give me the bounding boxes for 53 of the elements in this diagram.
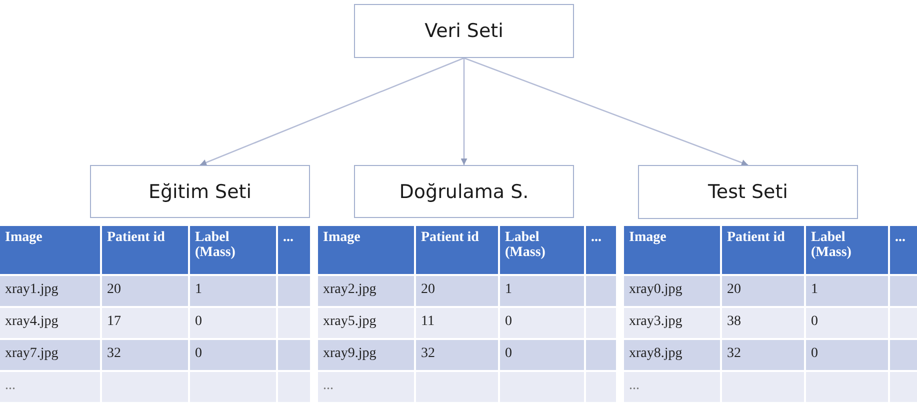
table-cell: 32 — [102, 340, 188, 370]
box-label: Veri Seti — [424, 20, 504, 42]
box-label: Eğitim Seti — [148, 180, 252, 202]
box-label: Test Seti — [708, 181, 788, 203]
table-cell: 0 — [190, 340, 276, 370]
table-cell: xray7.jpg — [0, 340, 100, 370]
arrow — [460, 58, 468, 165]
arrow — [200, 57, 464, 166]
table-cell: 0 — [190, 308, 276, 338]
table-cell: xray3.jpg — [624, 308, 720, 338]
table-cell: xray4.jpg — [0, 308, 100, 338]
header-cell: Image — [318, 226, 414, 274]
table-cell: xray0.jpg — [624, 276, 720, 306]
table-cell: 32 — [416, 340, 498, 370]
header-cell: Label (Mass) — [806, 226, 888, 274]
process-box — [90, 165, 310, 218]
table-cell: 11 — [416, 308, 498, 338]
table-cell: 0 — [806, 308, 888, 338]
header-cell: Patient id — [416, 226, 498, 274]
table-cell: ... — [0, 372, 100, 402]
box-label: Doğrulama S. — [399, 180, 529, 202]
header-cell: Image — [0, 226, 100, 274]
table-cell: 1 — [190, 276, 276, 306]
table-cell: 38 — [722, 308, 804, 338]
arrow — [464, 57, 748, 166]
header-cell: Label (Mass) — [190, 226, 276, 274]
table-cell: 20 — [416, 276, 498, 306]
table-cell: xray9.jpg — [318, 340, 414, 370]
table-cell: xray8.jpg — [624, 340, 720, 370]
table-cell: xray5.jpg — [318, 308, 414, 338]
header-cell: ... — [586, 226, 616, 274]
table-cell: 0 — [500, 308, 584, 338]
table-cell: 17 — [102, 308, 188, 338]
table-cell: 32 — [722, 340, 804, 370]
table-cell: 20 — [722, 276, 804, 306]
header-cell: Image — [624, 226, 720, 274]
table-cell: 1 — [806, 276, 888, 306]
process-box — [354, 165, 574, 218]
table-cell: xray1.jpg — [0, 276, 100, 306]
table-cell: 0 — [806, 340, 888, 370]
header-cell: Patient id — [102, 226, 188, 274]
table-cell: 1 — [500, 276, 584, 306]
process-box — [354, 4, 574, 58]
table-cell: ... — [624, 372, 720, 402]
header-cell: ... — [278, 226, 310, 274]
process-box — [638, 165, 858, 219]
header-cell: Label (Mass) — [500, 226, 584, 274]
header-cell: ... — [890, 226, 917, 274]
table-cell: ... — [318, 372, 414, 402]
header-cell: Patient id — [722, 226, 804, 274]
table-cell: 20 — [102, 276, 188, 306]
table-cell: xray2.jpg — [318, 276, 414, 306]
table-cell: 0 — [500, 340, 584, 370]
